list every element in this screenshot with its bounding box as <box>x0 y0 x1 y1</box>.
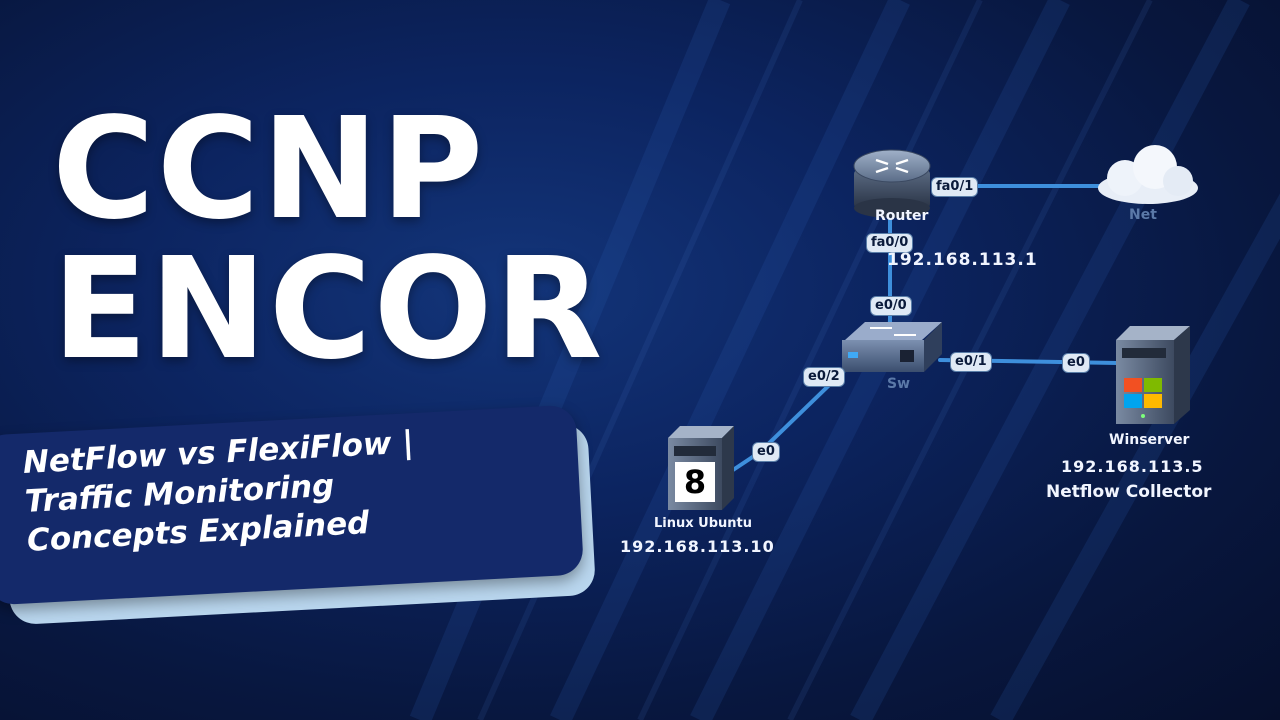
winserver-ip: 192.168.113.5 <box>1061 457 1204 476</box>
linux-server-icon[interactable] <box>668 426 734 510</box>
router-ip: 192.168.113.1 <box>887 250 1038 270</box>
iface-router-fa0-1: fa0/1 <box>931 177 979 197</box>
title-encor: ENCOR <box>52 228 605 391</box>
iface-switch-e0-1: e0/1 <box>950 352 992 372</box>
winserver-role: Netflow Collector <box>1046 482 1212 502</box>
iface-winserver-e0: e0 <box>1062 353 1090 373</box>
windows-logo-icon <box>1124 378 1162 408</box>
iface-switch-e0-2: e0/2 <box>803 367 845 387</box>
net-label: Net <box>1129 207 1157 223</box>
winserver-label: Winserver <box>1109 432 1190 448</box>
switch-icon[interactable] <box>842 322 942 372</box>
linux-badge: 8 <box>683 463 707 501</box>
winserver-icon[interactable] <box>1116 326 1190 424</box>
iface-linux-e0: e0 <box>752 442 780 462</box>
linux-ip: 192.168.113.10 <box>620 537 775 556</box>
title-ccnp: CCNP <box>52 88 486 251</box>
iface-router-fa0-0: fa0/0 <box>866 233 914 253</box>
cloud-icon[interactable] <box>1098 145 1198 204</box>
router-icon[interactable] <box>853 149 931 218</box>
iface-switch-e0-0: e0/0 <box>870 296 912 316</box>
linux-label: Linux Ubuntu <box>654 516 753 531</box>
router-label: Router <box>875 208 929 224</box>
switch-label: Sw <box>887 376 911 392</box>
